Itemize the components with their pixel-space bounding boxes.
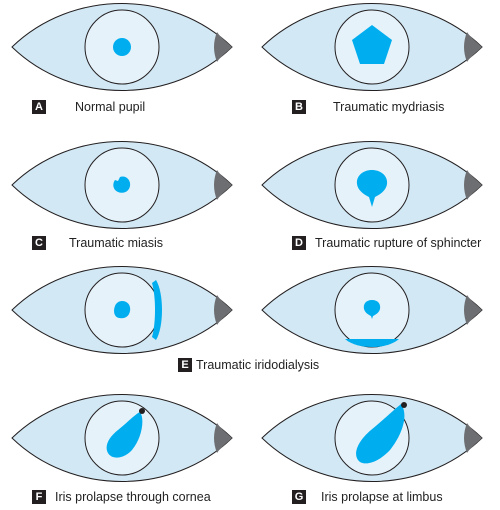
- pupil-prolapse-limbus: [356, 404, 405, 464]
- caption-text: Iris prolapse through cornea: [55, 490, 211, 504]
- caption-e: E Traumatic iridodialysis: [178, 358, 319, 372]
- caption-g: G Iris prolapse at limbus: [292, 490, 443, 504]
- caption-b: B Traumatic mydriasis: [292, 100, 444, 114]
- eye-panel-c: [11, 141, 233, 229]
- caption-f: F Iris prolapse through cornea: [32, 490, 211, 504]
- prolapse-knob: [139, 408, 145, 414]
- pupil-prolapse-cornea: [106, 412, 143, 458]
- letter-badge: D: [292, 236, 306, 250]
- pupil-normal: [113, 38, 131, 56]
- caption-text: Traumatic rupture of sphincter: [315, 236, 482, 250]
- eye-panel-f: [11, 394, 233, 482]
- caption-text: Iris prolapse at limbus: [321, 490, 443, 504]
- iridodialysis-inferior: [345, 339, 399, 347]
- eye-panel-b: [261, 3, 483, 91]
- pupil-rupture: [356, 170, 388, 207]
- pupil-iridodialysis-small: [114, 301, 131, 319]
- letter-badge: E: [178, 358, 192, 372]
- eye-panel-e-left: [11, 266, 233, 354]
- letter-badge: B: [292, 100, 306, 114]
- caption-text: Traumatic miasis: [69, 236, 163, 250]
- letter-badge: F: [32, 490, 46, 504]
- pupil-miasis: [113, 176, 131, 193]
- eye-panel-e-right: [261, 266, 483, 354]
- letter-badge: C: [32, 236, 46, 250]
- caption-text: Traumatic mydriasis: [333, 100, 445, 114]
- pupil-mydriasis: [352, 25, 392, 64]
- eye-panel-d: [261, 141, 483, 229]
- caption-text: Traumatic iridodialysis: [196, 358, 320, 372]
- caption-text: Normal pupil: [75, 100, 146, 114]
- caption-c: C Traumatic miasis: [32, 236, 163, 250]
- prolapse-knob: [401, 402, 407, 408]
- caption-a: A Normal pupil: [32, 100, 145, 114]
- eye-panel-a: [11, 3, 233, 91]
- eye-panel-g: [261, 394, 483, 482]
- pupil-iridodialysis-notched: [363, 300, 381, 319]
- caption-d: D Traumatic rupture of sphincter: [292, 236, 481, 250]
- letter-badge: G: [292, 490, 306, 504]
- letter-badge: A: [32, 100, 46, 114]
- iridodialysis-crescent: [152, 280, 162, 340]
